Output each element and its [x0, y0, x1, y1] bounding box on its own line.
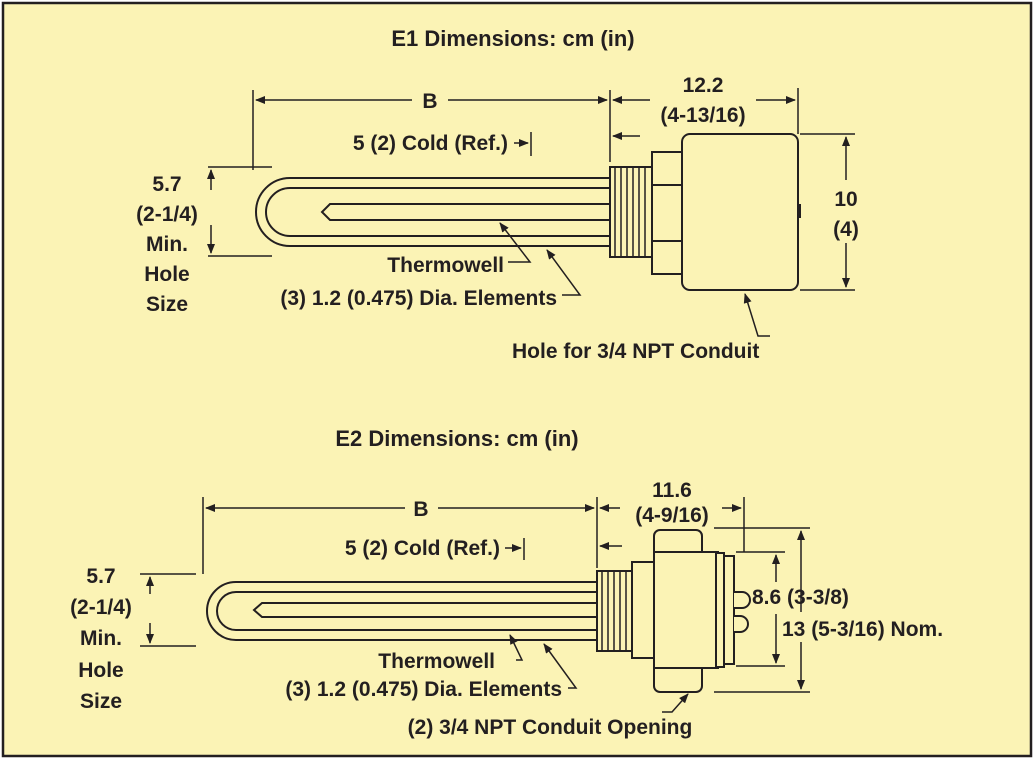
e1-dimension-lines [207, 88, 855, 337]
e2-thermowell-label: Thermowell [378, 650, 495, 673]
e1-height-in-label: (4) [833, 218, 859, 241]
svg-text:Hole: Hole [144, 263, 190, 286]
svg-text:5.7: 5.7 [86, 565, 115, 588]
e2-title: E2 Dimensions: cm (in) [335, 426, 578, 451]
e2-head-length-in-label: (4-9/16) [635, 504, 709, 527]
svg-text:Min.: Min. [80, 627, 122, 650]
e2-head-length-label: 11.6 [652, 479, 692, 502]
e2-overall-height-label: 13 (5-3/16) Nom. [782, 618, 943, 641]
e2-conduit-label: (2) 3/4 NPT Conduit Opening [408, 716, 693, 739]
e2-hole-size-label: 5.7 (2-1/4) Min. Hole Size [70, 565, 132, 713]
e1-conduit-hole [797, 204, 801, 218]
e1-elements-label: (3) 1.2 (0.475) Dia. Elements [280, 287, 557, 310]
e2-flange-height-label: 8.6 (3-3/8) [752, 586, 849, 609]
svg-text:Size: Size [80, 690, 122, 713]
e1-head-length-in-label: (4-13/16) [660, 104, 745, 127]
svg-text:Min.: Min. [146, 233, 188, 256]
e1-height-label: 10 [834, 188, 857, 211]
e1-thermowell-label: Thermowell [387, 254, 504, 277]
e2-terminal-housing [653, 529, 751, 693]
e1-title: E1 Dimensions: cm (in) [391, 26, 634, 51]
e1-heating-elements [255, 177, 610, 247]
e2-elements-label: (3) 1.2 (0.475) Dia. Elements [285, 678, 562, 701]
e1-cold-label: 5 (2) Cold (Ref.) [353, 132, 508, 155]
e1-b-label: B [422, 90, 437, 113]
svg-text:Hole: Hole [78, 659, 124, 682]
e2-cold-label: 5 (2) Cold (Ref.) [345, 537, 500, 560]
e1-conduit-label: Hole for 3/4 NPT Conduit [512, 340, 759, 363]
e2-b-label: B [413, 498, 428, 521]
e1-terminal-housing [681, 133, 799, 291]
svg-text:(2-1/4): (2-1/4) [136, 203, 198, 226]
svg-text:(2-1/4): (2-1/4) [70, 596, 132, 619]
e2-dimension-lines [140, 497, 810, 713]
e1-hole-size-label: 5.7 (2-1/4) Min. Hole Size [136, 173, 198, 316]
e1-thread-lines [614, 167, 646, 257]
svg-text:Size: Size [146, 293, 188, 316]
e2-thread-lines [601, 571, 627, 651]
e1-section: E1 Dimensions: cm (in) [136, 26, 859, 363]
svg-text:5.7: 5.7 [152, 173, 181, 196]
e2-section: E2 Dimensions: cm (in) [70, 426, 943, 739]
e2-heating-elements [206, 581, 597, 641]
e1-head-length-label: 12.2 [683, 74, 724, 97]
